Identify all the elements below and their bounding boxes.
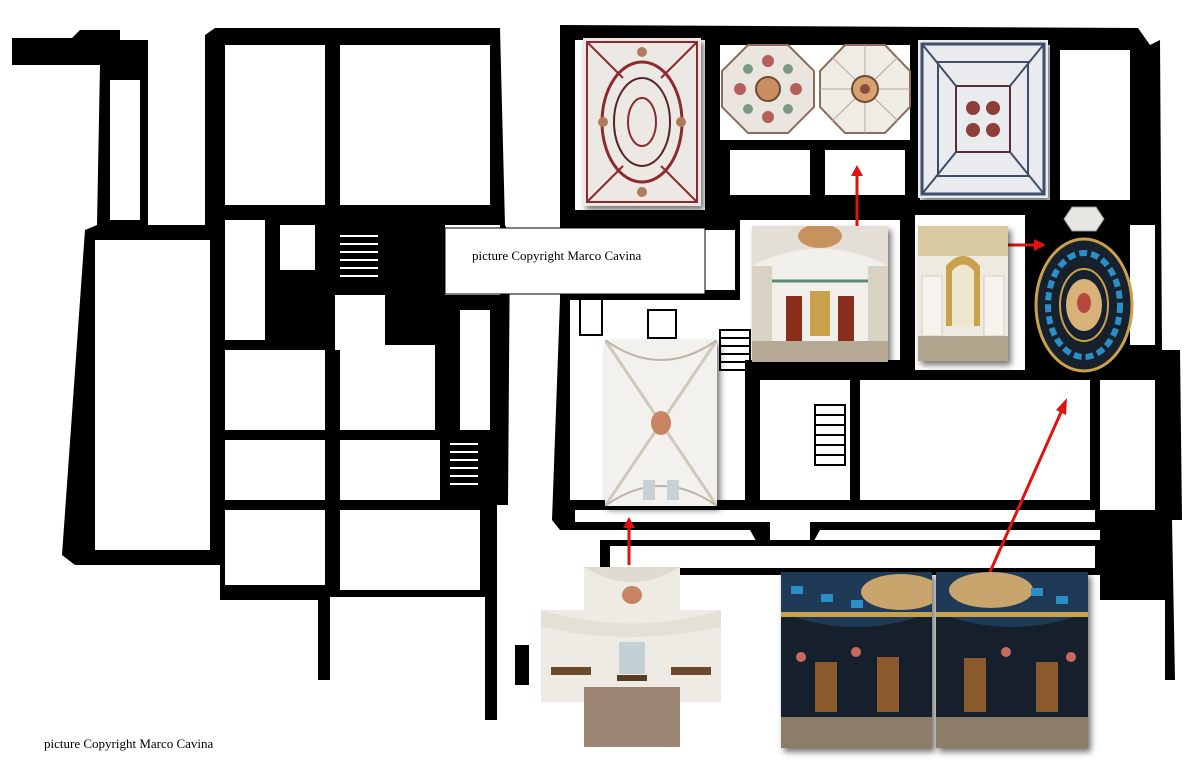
arrows — [623, 165, 1067, 573]
stairs-left — [340, 235, 478, 485]
copyright-caption-bottom: picture Copyright Marco Cavina — [44, 736, 214, 751]
lower-wall — [515, 645, 529, 685]
photo-square-ceiling — [918, 40, 1048, 198]
photo-octagon-dome-1 — [720, 43, 816, 135]
photo-ceiling-oval — [583, 38, 701, 206]
stairs-right — [579, 294, 846, 466]
photo-octagonal-room — [752, 226, 888, 362]
left-wing-rooms — [95, 45, 500, 590]
photo-dark-room-right — [936, 572, 1088, 748]
copyright-caption-center: picture Copyright Marco Cavina — [472, 248, 642, 263]
photo-octagon-dome-2 — [818, 43, 912, 135]
photo-vaulted-ceiling — [605, 340, 717, 506]
portico-inner — [610, 546, 1095, 568]
photo-dark-room-left — [781, 572, 932, 748]
photo-round-ceiling — [1034, 205, 1134, 375]
photo-white-hall — [541, 567, 721, 747]
photo-gold-niche-room — [918, 226, 1008, 361]
corridor — [444, 227, 706, 295]
